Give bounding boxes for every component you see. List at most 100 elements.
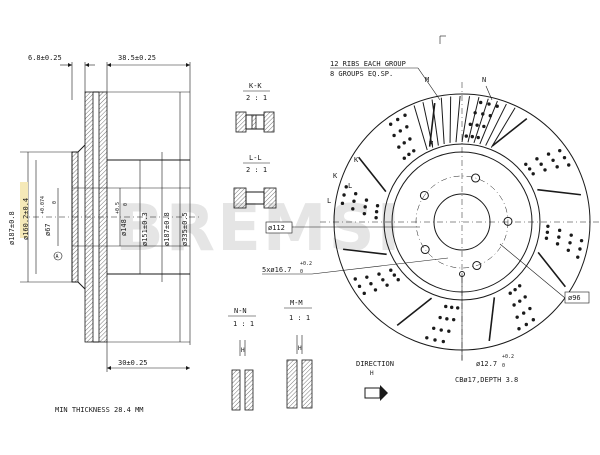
drill-hole	[441, 339, 446, 344]
drill-hole	[475, 123, 479, 127]
dim-bolt-holes-tol-bot: 0	[300, 269, 303, 275]
drill-hole	[432, 326, 436, 331]
dim-d335: ø335±0.5	[181, 212, 189, 246]
drill-hole	[551, 158, 555, 163]
dim-d112: ø112	[268, 224, 285, 232]
datum-marker: A	[56, 254, 59, 260]
label-l: L	[327, 197, 331, 205]
drill-hole	[478, 100, 483, 105]
drill-hole	[487, 102, 491, 106]
drill-hole	[369, 281, 373, 286]
dim-hub-height: 30±0.25	[118, 359, 148, 367]
drill-hole	[402, 156, 407, 160]
dim-counterbore: CBø17,DEPTH 3.8	[455, 376, 518, 384]
drill-hole	[539, 162, 543, 166]
drill-hole	[377, 272, 381, 276]
drill-hole	[352, 199, 356, 203]
drill-hole	[515, 315, 519, 319]
drill-hole	[402, 141, 406, 145]
drill-hole	[412, 149, 416, 153]
drill-hole	[517, 327, 521, 331]
drill-hole	[438, 315, 442, 320]
dim-bolt-holes-tol-top: +0.2	[300, 261, 312, 267]
dim-d187-left: ø187±0.8	[8, 211, 16, 245]
dim-d148-tol-bot: 0	[123, 203, 129, 206]
bolt-hole	[503, 216, 513, 226]
min-thickness-note: MIN THICKNESS 28.4 MM	[55, 406, 144, 414]
label-k: K	[333, 172, 338, 180]
dim-total-height: 38.5±0.25	[118, 54, 156, 62]
dim-d187-right: ø187±0.8	[163, 212, 171, 246]
ribs-note-2: 8 GROUPS EQ.SP.	[330, 70, 393, 78]
drill-hole	[543, 168, 547, 172]
slot-groove	[537, 188, 582, 196]
drill-hole	[464, 134, 468, 138]
drill-hole	[373, 288, 378, 292]
drill-hole	[351, 207, 355, 211]
slot-groove	[488, 297, 496, 342]
drill-hole	[546, 224, 550, 228]
drill-hole	[353, 277, 357, 281]
dim-d12-7: ø12.7	[476, 360, 497, 368]
cooling-rib	[485, 103, 507, 146]
drill-hole	[362, 211, 367, 216]
drill-hole	[562, 155, 567, 160]
drill-hole	[523, 295, 527, 299]
drill-hole	[531, 172, 535, 176]
cooling-rib	[473, 98, 489, 144]
drill-hole	[374, 210, 379, 214]
drill-hole	[513, 287, 517, 292]
drill-hole	[468, 122, 473, 127]
drill-hole	[531, 318, 536, 322]
drill-hole	[381, 278, 385, 282]
bolt-hole	[420, 245, 430, 255]
drill-hole	[344, 185, 348, 189]
drill-hole	[476, 135, 480, 140]
drill-hole	[405, 125, 409, 129]
drill-hole	[397, 145, 401, 149]
drill-hole	[545, 230, 550, 234]
cooling-rib	[461, 96, 471, 143]
drill-hole	[495, 104, 499, 108]
drill-hole	[365, 275, 369, 279]
drill-hole	[385, 283, 389, 287]
drill-hole	[340, 201, 345, 206]
slot-groove	[537, 251, 566, 288]
cooling-rib	[449, 96, 452, 143]
drill-hole	[578, 247, 582, 251]
drill-hole	[524, 162, 528, 167]
drill-hole	[555, 242, 560, 246]
drill-hole	[508, 291, 512, 295]
dim-d12-7-tol-bot: 0	[502, 363, 505, 369]
drill-hole	[456, 306, 460, 310]
bolt-hole	[419, 190, 429, 200]
section-nn-h-label: H	[241, 347, 245, 354]
section-ll-scale: 2 : 1	[246, 166, 267, 174]
drill-hole	[362, 291, 366, 296]
drill-hole	[425, 336, 429, 340]
drill-hole	[445, 317, 449, 321]
drill-hole	[388, 122, 393, 126]
drill-hole	[546, 152, 551, 156]
drill-hole	[398, 129, 403, 133]
drill-hole	[482, 124, 486, 129]
section-mm: M-M 1 : 1 H	[284, 299, 313, 409]
slot-groove	[491, 118, 528, 147]
drill-hole	[555, 165, 559, 169]
front-view-annotations: 12 RIBS EACH GROUP 8 GROUPS EQ.SP. M N M…	[262, 35, 590, 401]
drill-hole	[396, 277, 400, 282]
cooling-rib	[413, 105, 428, 151]
drill-hole	[528, 306, 532, 311]
drill-hole	[364, 198, 369, 202]
drill-hole	[363, 205, 367, 209]
drilled-holes	[340, 100, 584, 344]
cooling-ribs-detail	[413, 95, 516, 151]
drill-hole	[521, 311, 526, 315]
cooling-rib	[467, 97, 480, 143]
section-kk: K-K 2 : 1	[235, 82, 275, 133]
side-view: 6.8±0.25 38.5±0.25 ø187±0.8 ø160.2±0.4 ø…	[8, 54, 200, 414]
drill-hole	[447, 329, 451, 333]
dim-d67-tol-top: +0.074	[40, 196, 46, 214]
